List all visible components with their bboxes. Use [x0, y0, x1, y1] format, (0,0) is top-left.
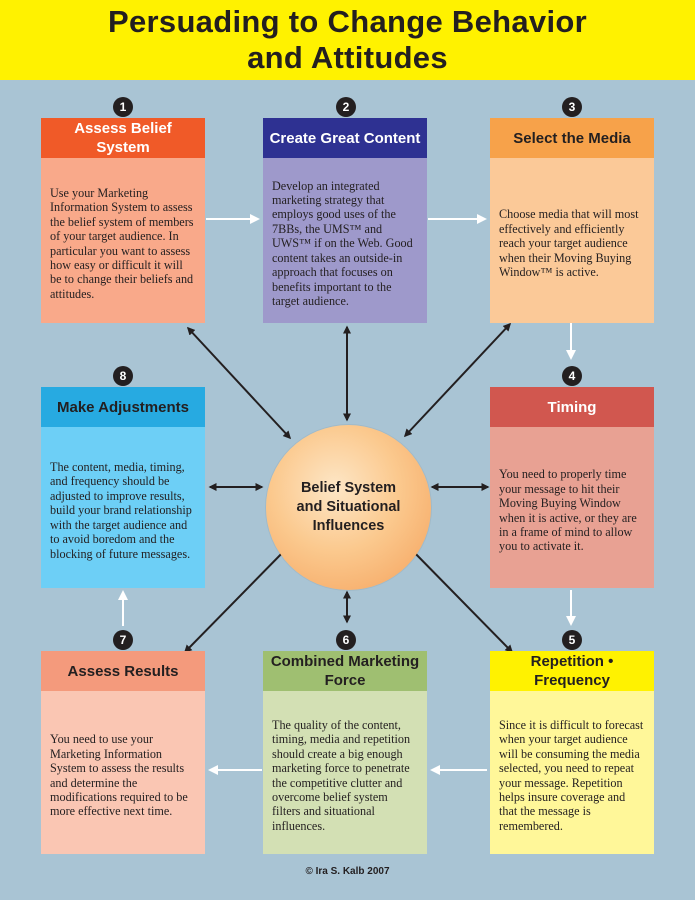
step-title: Make Adjustments	[41, 387, 205, 427]
step-description: You need to use your Marketing Informati…	[41, 691, 205, 854]
step-description: Develop an integrated marketing strategy…	[263, 158, 427, 323]
step-title: Assess Results	[41, 651, 205, 691]
step-card-select-the-media: Select the Media Choose media that will …	[490, 118, 654, 323]
step-number-badge: 1	[113, 97, 133, 117]
step-title: Combined Marketing Force	[263, 651, 427, 691]
step-description: The quality of the content, timing, medi…	[263, 691, 427, 854]
step-card-assess-results: Assess Results You need to use your Mark…	[41, 651, 205, 854]
step-number-badge: 6	[336, 630, 356, 650]
page-title-line-1: Persuading to Change Behavior	[108, 4, 587, 39]
title-banner: Persuading to Change Behavior and Attitu…	[0, 0, 695, 80]
step-card-timing: Timing You need to properly time your me…	[490, 387, 654, 588]
influence-arrow-5	[405, 543, 514, 654]
step-title: Timing	[490, 387, 654, 427]
step-title: Assess Belief System	[41, 118, 205, 158]
step-description: The content, media, timing, and frequenc…	[41, 427, 205, 588]
step-number-badge: 5	[562, 630, 582, 650]
step-title: Create Great Content	[263, 118, 427, 158]
step-number-badge: 8	[113, 366, 133, 386]
step-number-badge: 7	[113, 630, 133, 650]
step-number-badge: 3	[562, 97, 582, 117]
step-description: Use your Marketing Information System to…	[41, 158, 205, 323]
step-description: Since it is difficult to forecast when y…	[490, 691, 654, 854]
step-card-repetition-frequency: Repetition • Frequency Since it is diffi…	[490, 651, 654, 854]
step-title: Repetition • Frequency	[490, 651, 654, 691]
center-label-line-2: and Situational	[296, 499, 401, 515]
step-card-create-great-content: Create Great Content Develop an integrat…	[263, 118, 427, 323]
center-label-line-1: Belief System	[300, 480, 397, 496]
page-title-line-2: and Attitudes	[247, 40, 448, 75]
step-card-assess-belief-system: Assess Belief System Use your Marketing …	[41, 118, 205, 323]
influence-arrow-7	[183, 543, 292, 654]
step-description: Choose media that will most effectively …	[490, 158, 654, 323]
center-belief-system-circle: Belief System and Situational Influences	[266, 425, 431, 590]
step-number-badge: 4	[562, 366, 582, 386]
step-title: Select the Media	[490, 118, 654, 158]
step-number-badge: 2	[336, 97, 356, 117]
step-description: You need to properly time your message t…	[490, 427, 654, 588]
copyright-notice: © Ira S. Kalb 2007	[305, 866, 390, 877]
step-card-make-adjustments: Make Adjustments The content, media, tim…	[41, 387, 205, 588]
center-label-line-3: Influences	[312, 518, 385, 534]
step-card-combined-marketing-force: Combined Marketing Force The quality of …	[263, 651, 427, 854]
influence-arrow-1	[186, 326, 292, 440]
influence-arrow-3	[403, 322, 512, 438]
